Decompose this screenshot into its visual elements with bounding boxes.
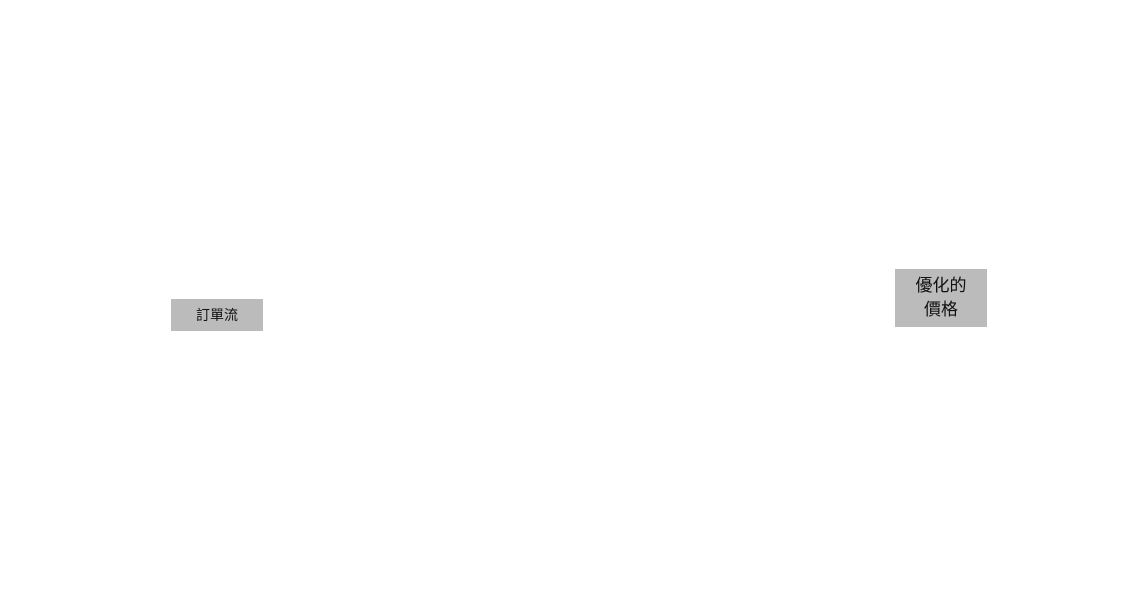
node-order-flow-label: 訂單流 (196, 308, 238, 324)
node-order-flow: 訂單流 (171, 299, 263, 331)
node-optimized-price: 優化的 價格 (895, 269, 987, 327)
node-optimized-price-label-line-2: 價格 (924, 300, 958, 320)
node-optimized-price-label-line-1: 優化的 (915, 276, 967, 296)
